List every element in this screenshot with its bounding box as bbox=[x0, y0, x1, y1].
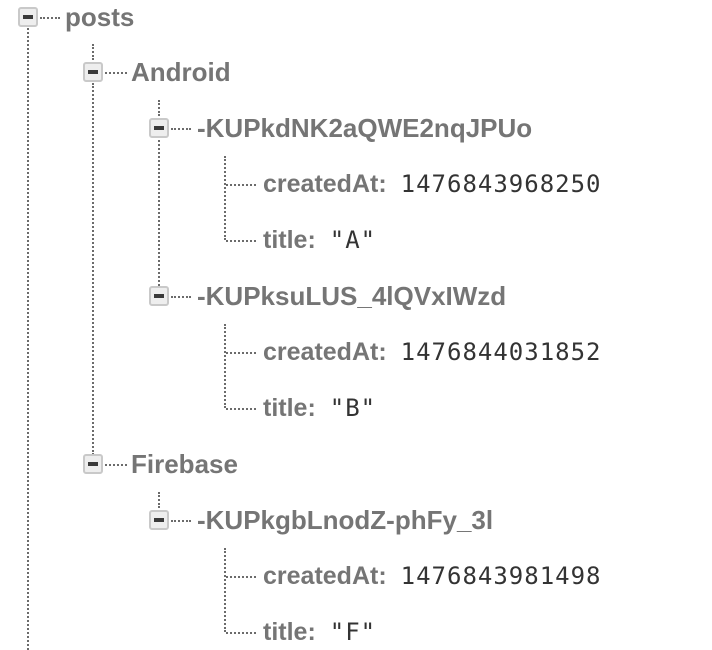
tree-connector-line bbox=[224, 324, 226, 408]
tree-node-entry: -KUPksuLUS_4lQVxIWzd bbox=[197, 281, 506, 311]
minus-icon bbox=[154, 126, 164, 130]
tree-connector-line bbox=[226, 408, 256, 410]
tree-connector-line bbox=[171, 128, 191, 130]
field-name: title bbox=[263, 394, 308, 422]
minus-icon bbox=[88, 70, 98, 74]
collapse-toggle-posts[interactable] bbox=[18, 7, 38, 27]
tree-node-posts: posts bbox=[65, 2, 134, 32]
field-name: title bbox=[263, 618, 308, 646]
minus-icon bbox=[23, 15, 33, 19]
tree-leaf: title: "F" bbox=[263, 617, 376, 647]
tree-connector-line bbox=[226, 632, 256, 634]
node-label[interactable]: Android bbox=[131, 57, 231, 87]
node-label[interactable]: posts bbox=[65, 2, 135, 32]
tree-connector-line bbox=[158, 100, 160, 116]
collapse-toggle-entry[interactable] bbox=[149, 118, 169, 138]
tree-connector-line bbox=[27, 28, 29, 650]
collapse-toggle-firebase[interactable] bbox=[83, 454, 103, 474]
field-value[interactable]: 1476843981498 bbox=[400, 562, 602, 590]
field-colon: : bbox=[378, 170, 387, 198]
tree-leaf: createdAt:1476843981498 bbox=[263, 561, 602, 591]
tree-connector-line bbox=[158, 140, 160, 286]
tree-node-firebase: Firebase bbox=[131, 449, 238, 479]
tree-node-entry: -KUPkgbLnodZ-phFy_3l bbox=[197, 505, 493, 535]
tree-connector-line bbox=[158, 492, 160, 508]
collapse-toggle-android[interactable] bbox=[83, 62, 103, 82]
field-name: title bbox=[263, 226, 308, 254]
tree-connector-line bbox=[105, 72, 127, 74]
tree-connector-line bbox=[40, 17, 60, 19]
node-key-label[interactable]: -KUPkgbLnodZ-phFy_3l bbox=[197, 505, 494, 535]
tree-node-android: Android bbox=[131, 57, 231, 87]
field-value[interactable]: "F" bbox=[329, 618, 377, 646]
field-value[interactable]: "A" bbox=[329, 226, 377, 254]
tree-connector-line bbox=[105, 464, 127, 466]
tree-connector-line bbox=[226, 352, 256, 354]
tree-connector-line bbox=[92, 83, 94, 455]
tree-node-entry: -KUPkdNK2aQWE2nqJPUo bbox=[197, 113, 532, 143]
collapse-toggle-entry[interactable] bbox=[149, 510, 169, 530]
tree-leaf: title: "A" bbox=[263, 225, 376, 255]
node-label[interactable]: Firebase bbox=[131, 449, 238, 479]
minus-icon bbox=[154, 294, 164, 298]
field-value[interactable]: 1476843968250 bbox=[400, 170, 602, 198]
minus-icon bbox=[88, 462, 98, 466]
tree-connector-line bbox=[226, 240, 256, 242]
field-colon: : bbox=[307, 394, 316, 422]
tree-connector-line bbox=[226, 576, 256, 578]
tree-connector-line bbox=[92, 44, 94, 60]
field-name: createdAt bbox=[263, 562, 379, 590]
field-value[interactable]: "B" bbox=[329, 394, 377, 422]
field-name: createdAt bbox=[263, 338, 379, 366]
node-key-label[interactable]: -KUPkdNK2aQWE2nqJPUo bbox=[197, 113, 533, 143]
field-name: createdAt bbox=[263, 170, 379, 198]
field-value[interactable]: 1476844031852 bbox=[400, 338, 602, 366]
tree-connector-line bbox=[171, 296, 191, 298]
tree-leaf: title: "B" bbox=[263, 393, 376, 423]
field-colon: : bbox=[378, 562, 387, 590]
collapse-toggle-entry[interactable] bbox=[149, 286, 169, 306]
minus-icon bbox=[154, 518, 164, 522]
field-colon: : bbox=[307, 618, 316, 646]
tree-connector-line bbox=[224, 548, 226, 632]
tree-leaf: createdAt:1476844031852 bbox=[263, 337, 602, 367]
field-colon: : bbox=[307, 226, 316, 254]
tree-connector-line bbox=[171, 520, 191, 522]
tree-leaf: createdAt:1476843968250 bbox=[263, 169, 602, 199]
tree-connector-line bbox=[224, 156, 226, 240]
tree-connector-line bbox=[226, 184, 256, 186]
field-colon: : bbox=[378, 338, 387, 366]
node-key-label[interactable]: -KUPksuLUS_4lQVxIWzd bbox=[197, 281, 507, 311]
